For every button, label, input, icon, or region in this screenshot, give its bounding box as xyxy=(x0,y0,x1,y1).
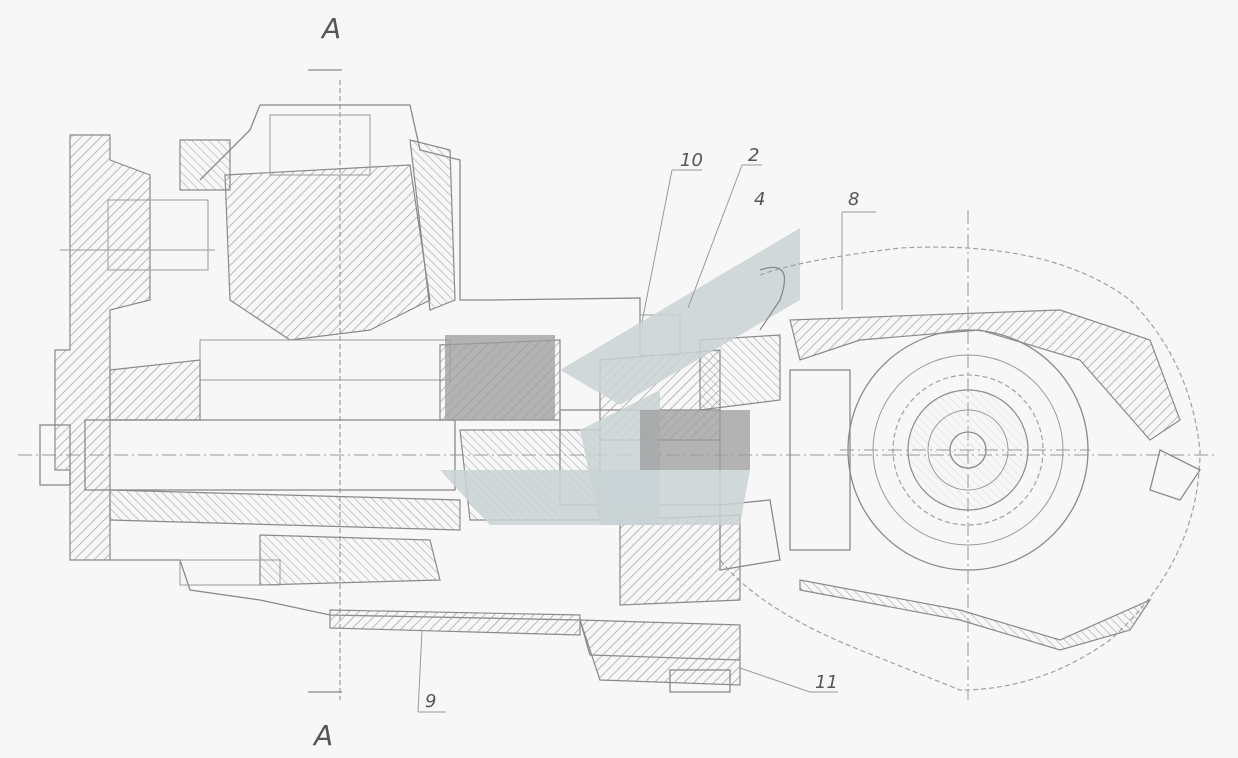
callout-2: 2 xyxy=(748,145,759,166)
callout-10: 10 xyxy=(680,150,703,171)
main-shaft xyxy=(84,339,461,531)
wheel-hub xyxy=(840,210,1090,700)
callout-8: 8 xyxy=(848,189,859,210)
callout-leaders xyxy=(417,164,876,713)
callout-9: 9 xyxy=(425,691,436,712)
callout-4: 4 xyxy=(754,189,765,210)
section-letter-bottom: A xyxy=(312,719,333,752)
watermark-logo xyxy=(440,228,800,525)
upper-gear-housing xyxy=(179,104,641,341)
section-letter-top: A xyxy=(320,12,341,45)
callout-11: 11 xyxy=(815,672,838,693)
section-line-a-a: A A xyxy=(308,12,342,752)
lower-housing xyxy=(110,534,741,661)
bottom-gear-pack xyxy=(579,619,741,693)
right-arm-housing xyxy=(719,246,1201,691)
